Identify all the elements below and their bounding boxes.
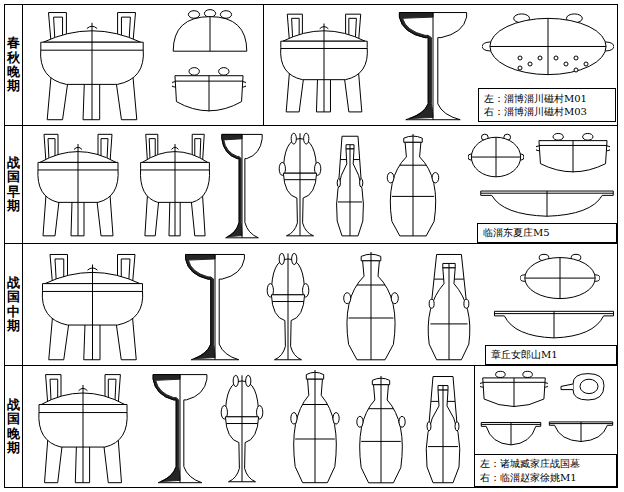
site-name: 临淄东夏庄M5: [483, 226, 611, 240]
period-label: 战国早期: [7, 156, 20, 213]
period-label: 战国中期: [7, 276, 20, 333]
row-1-vessels: [41, 10, 614, 120]
period-cell: 战国中期: [5, 244, 22, 365]
dui-bowl: [171, 68, 246, 112]
ding-vessel: [38, 134, 118, 236]
dui-lid: [173, 10, 247, 52]
site-name: 左：诸城臧家庄战国墓: [480, 457, 611, 471]
site-name: 右：临淄赵家徐姚M1: [480, 471, 611, 485]
ding-vessel: [140, 134, 209, 236]
lidded-dou: [221, 375, 263, 481]
period-cell: 战国早期: [5, 126, 22, 243]
lidded-dou: [267, 253, 309, 359]
period-cell: 战国晚期: [5, 366, 22, 487]
site-caption: 左：淄博淄川磁村M01右：淄博淄川磁村M03: [478, 88, 616, 122]
period-label: 春秋晚期: [7, 36, 20, 93]
hu-vessel: [344, 252, 399, 360]
hu-vessel: [426, 377, 460, 483]
pan-basin: [481, 422, 541, 444]
dui-vessel: [482, 14, 614, 75]
ding-vessel: [281, 14, 368, 112]
hu-vessel: [291, 370, 339, 483]
site-caption: 章丘女郎山M1: [485, 345, 617, 365]
ding-vessel: [42, 254, 142, 359]
row-4-vessels: [39, 370, 613, 483]
pan-basin: [481, 191, 613, 216]
hu-vessel: [387, 134, 438, 236]
grid-frame: [4, 4, 618, 488]
lidded-dou: [279, 133, 321, 236]
site-name: 左：淄博淄川磁村M01: [484, 92, 610, 106]
dui-bowl: [479, 371, 548, 407]
dot-pattern: [518, 56, 588, 72]
dui-vessel: [520, 254, 600, 298]
dui-vessel: [468, 134, 524, 177]
site-name: 章丘女郎山M1: [491, 348, 611, 362]
period-label: 战国晚期: [7, 398, 20, 455]
ding-vessel: [41, 13, 144, 120]
hu-vessel: [357, 376, 405, 483]
site-name: 右：淄博淄川磁村M03: [484, 105, 610, 119]
dui-bowl: [535, 133, 610, 172]
dou-vessel: [186, 254, 245, 359]
ding-vessel: [39, 375, 127, 483]
period-cell: 春秋晚期: [5, 5, 22, 125]
dou-vessel: [399, 13, 466, 120]
hu-vessel: [337, 136, 364, 236]
hu-vessel: [428, 254, 470, 359]
yi-vessel: [549, 422, 612, 442]
site-caption: 左：诸城臧家庄战国墓右：临淄赵家徐姚M1: [474, 454, 617, 487]
pan-basin: [494, 311, 613, 338]
dou-vessel: [153, 375, 207, 483]
site-caption: 临淄东夏庄M5: [477, 223, 617, 243]
row-3-vessels: [42, 252, 613, 360]
dou-vessel: [222, 134, 262, 237]
yi-vessel: [561, 374, 604, 400]
